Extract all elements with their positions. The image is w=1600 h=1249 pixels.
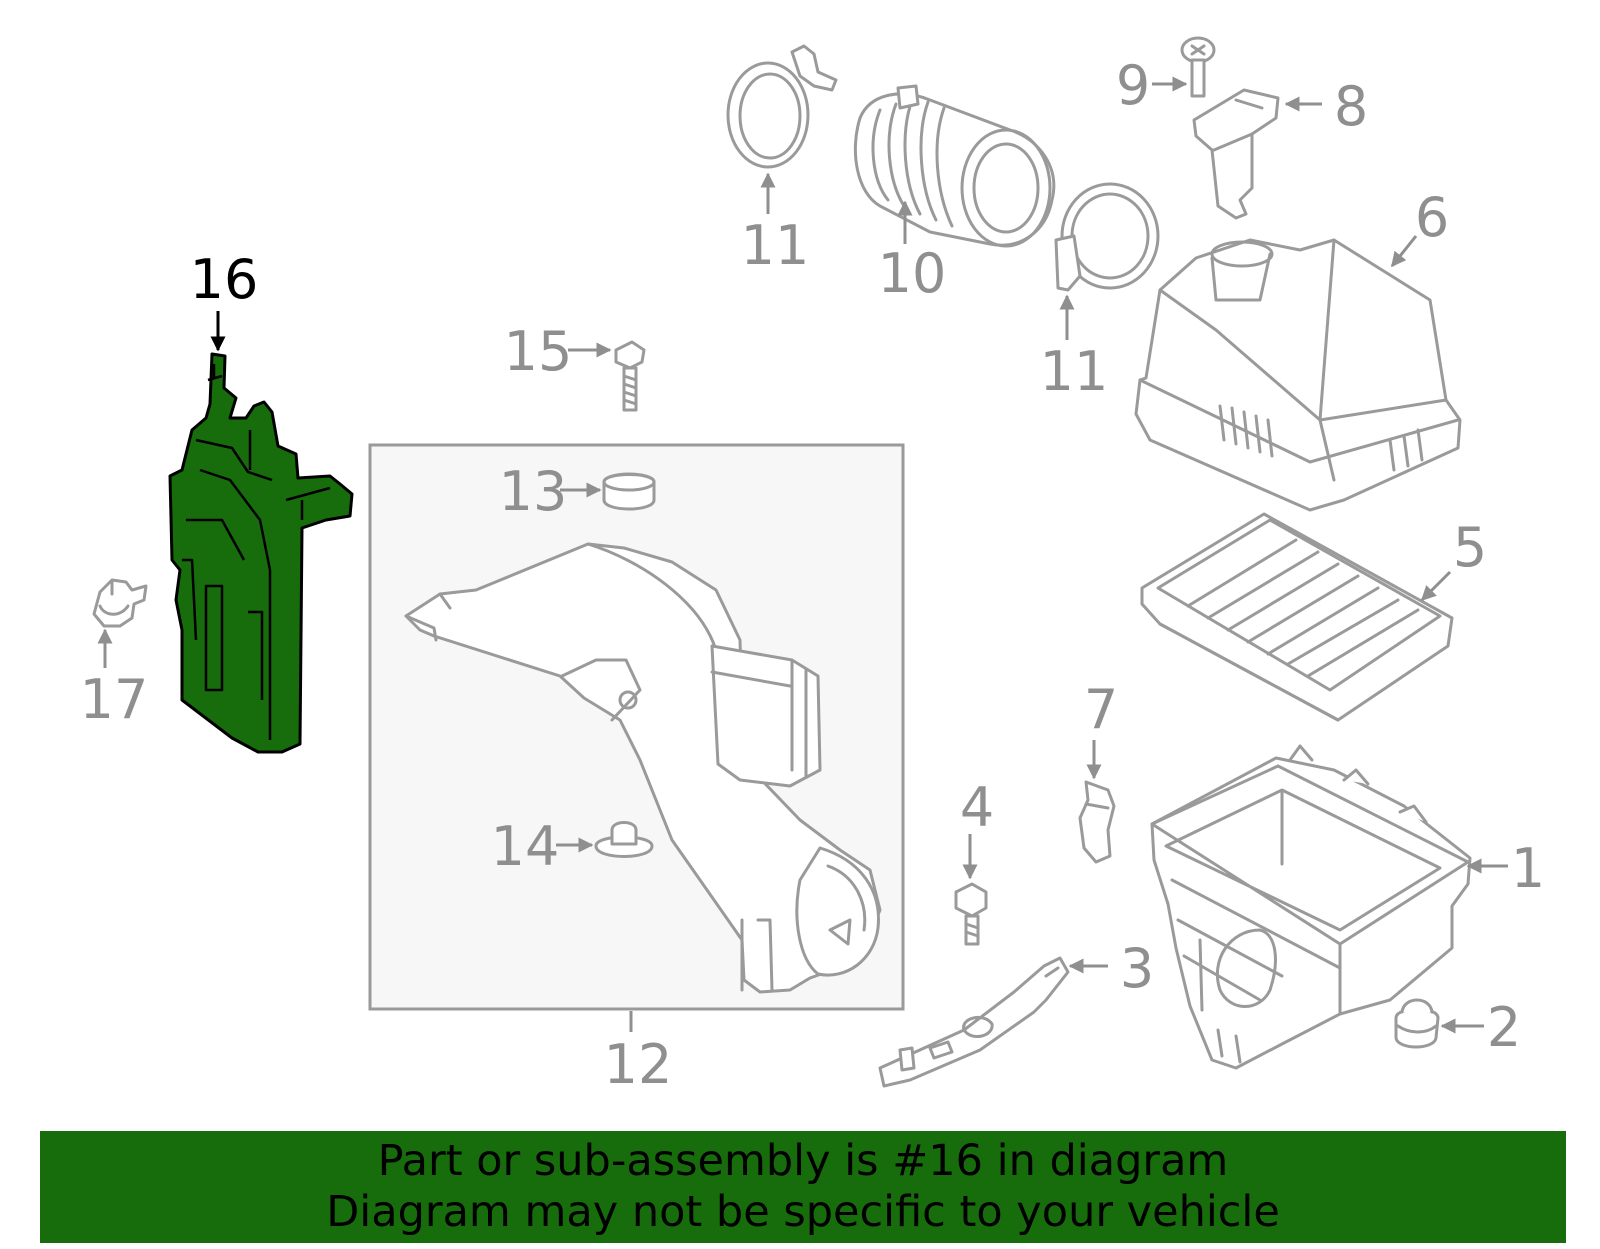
part-17-clip[interactable] <box>92 578 148 628</box>
callout-7: 7 <box>1084 678 1118 741</box>
part-9-screw[interactable] <box>1180 36 1216 98</box>
part-2-grommet[interactable] <box>1394 998 1440 1049</box>
part-8-sensor[interactable] <box>1192 88 1280 220</box>
part-14-bushing[interactable] <box>594 821 654 858</box>
callout-1: 1 <box>1511 837 1545 900</box>
part-15-bolt[interactable] <box>614 340 646 412</box>
part-16-bracket[interactable] <box>168 352 354 754</box>
callout-8: 8 <box>1334 75 1368 138</box>
info-banner: Part or sub-assembly is #16 in diagram D… <box>40 1131 1566 1243</box>
callout-16: 16 <box>190 248 259 311</box>
banner-line-1: Part or sub-assembly is #16 in diagram <box>377 1136 1229 1186</box>
part-7-clip[interactable] <box>1078 780 1116 864</box>
part-3-bracket[interactable] <box>878 956 1070 1088</box>
callout-10: 10 <box>878 242 947 305</box>
callout-3: 3 <box>1120 937 1154 1000</box>
callout-17: 17 <box>80 668 149 731</box>
callout-11-upper: 11 <box>741 214 810 277</box>
callout-2: 2 <box>1487 996 1521 1059</box>
part-11-clamp-upper[interactable] <box>726 44 838 169</box>
callout-5: 5 <box>1453 516 1487 579</box>
callout-14: 14 <box>491 815 560 878</box>
part-10-intake-hose[interactable] <box>853 84 1056 248</box>
callout-4: 4 <box>960 776 994 839</box>
callout-6: 6 <box>1415 186 1449 249</box>
banner-line-2: Diagram may not be specific to your vehi… <box>326 1187 1280 1237</box>
callout-13: 13 <box>499 460 568 523</box>
callout-12: 12 <box>604 1033 673 1096</box>
part-6-cover[interactable] <box>1134 238 1462 512</box>
part-4-bolt[interactable] <box>954 882 988 946</box>
callout-15: 15 <box>504 320 573 383</box>
part-11-clamp-lower[interactable] <box>1054 182 1160 292</box>
leader-6 <box>1390 235 1418 268</box>
leader-5 <box>1420 570 1452 602</box>
part-12-intake-duct[interactable] <box>404 542 882 994</box>
callout-9: 9 <box>1116 54 1150 117</box>
part-13-grommet[interactable] <box>602 472 656 511</box>
callout-11-lower: 11 <box>1040 340 1109 403</box>
part-5-filter[interactable] <box>1140 512 1454 722</box>
part-1-case[interactable] <box>1150 744 1472 1070</box>
